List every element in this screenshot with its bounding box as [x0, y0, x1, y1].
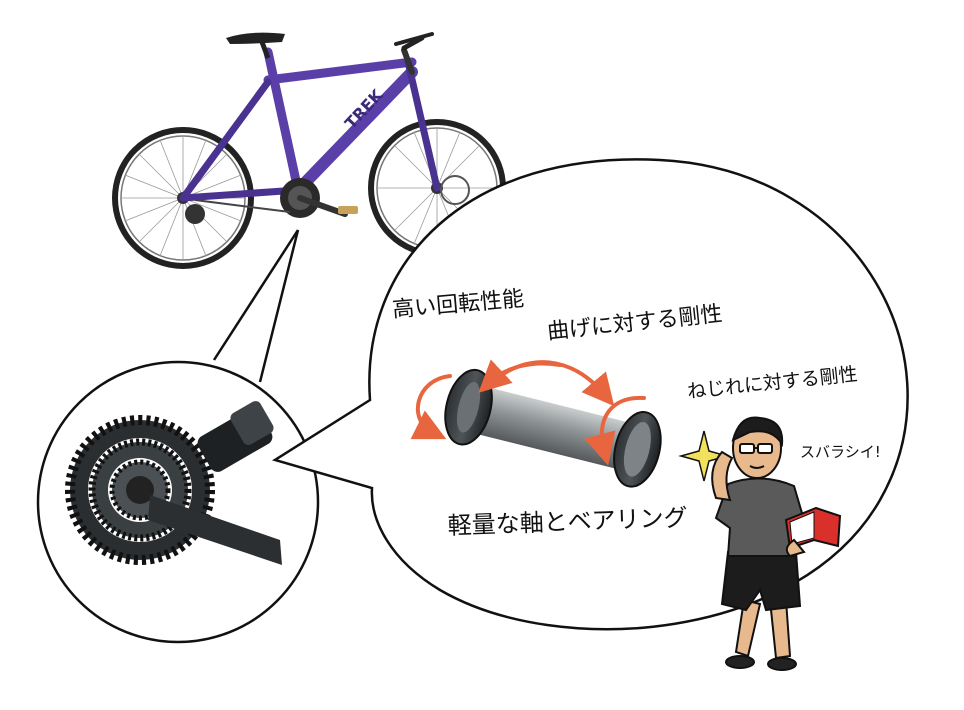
callout-pointer — [212, 229, 300, 383]
book-icon — [784, 506, 842, 558]
handlebar — [394, 32, 434, 51]
arrow-torsion — [584, 395, 646, 466]
bike-crankset — [185, 178, 358, 224]
saddle — [226, 32, 285, 59]
axle-illustration — [410, 359, 662, 488]
sparkle-icon — [678, 430, 730, 482]
big-chainring — [65, 415, 215, 565]
reader-character — [711, 416, 842, 671]
character-shorts — [720, 551, 802, 612]
crankset-illustration — [65, 401, 282, 565]
callout-bubble-main — [271, 158, 909, 631]
crank-arm — [148, 401, 282, 565]
character-head — [731, 416, 784, 479]
bearing-cup-right — [613, 411, 662, 488]
arrow-rotation — [410, 374, 452, 440]
label-exclaim: スバラシイ! — [800, 443, 881, 461]
character-legs — [725, 598, 797, 671]
arrow-bending — [478, 359, 615, 407]
character-arm-left — [711, 450, 734, 502]
character-shirt — [714, 477, 806, 557]
bicycle-frame — [179, 47, 441, 202]
